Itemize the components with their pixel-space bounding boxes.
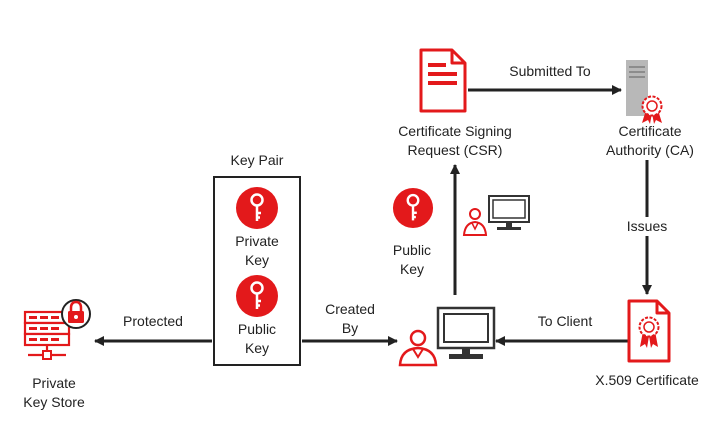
seal-icon xyxy=(641,95,663,124)
key-store-server-icon xyxy=(23,299,91,360)
key-pair-box xyxy=(213,176,301,366)
client-computer-icon xyxy=(398,306,496,367)
public-key-box-label: Public Key xyxy=(237,321,277,356)
csr-label: Certificate Signing Request (CSR) xyxy=(398,123,512,158)
to-client-label: To Client xyxy=(537,313,593,329)
private-key-icon xyxy=(236,187,278,229)
public-key-icon xyxy=(392,187,434,229)
public-key-label: Public Key xyxy=(392,242,432,277)
key-pair-title: Key Pair xyxy=(230,152,284,168)
private-key-label: Private Key xyxy=(235,233,279,268)
submitted-to-label: Submitted To xyxy=(509,63,591,79)
public-key-icon xyxy=(236,275,278,317)
certificate-icon xyxy=(627,299,671,363)
created-by-label: Created By xyxy=(325,301,375,336)
ca-label: Certificate Authority (CA) xyxy=(606,123,694,158)
protected-label: Protected xyxy=(123,313,183,329)
csr-document-icon xyxy=(419,48,467,113)
certificate-label: X.509 Certificate xyxy=(595,372,699,388)
private-key-store-label: Private Key Store xyxy=(23,375,85,410)
issues-label: Issues xyxy=(612,217,682,236)
user-computer-icon xyxy=(462,195,530,236)
